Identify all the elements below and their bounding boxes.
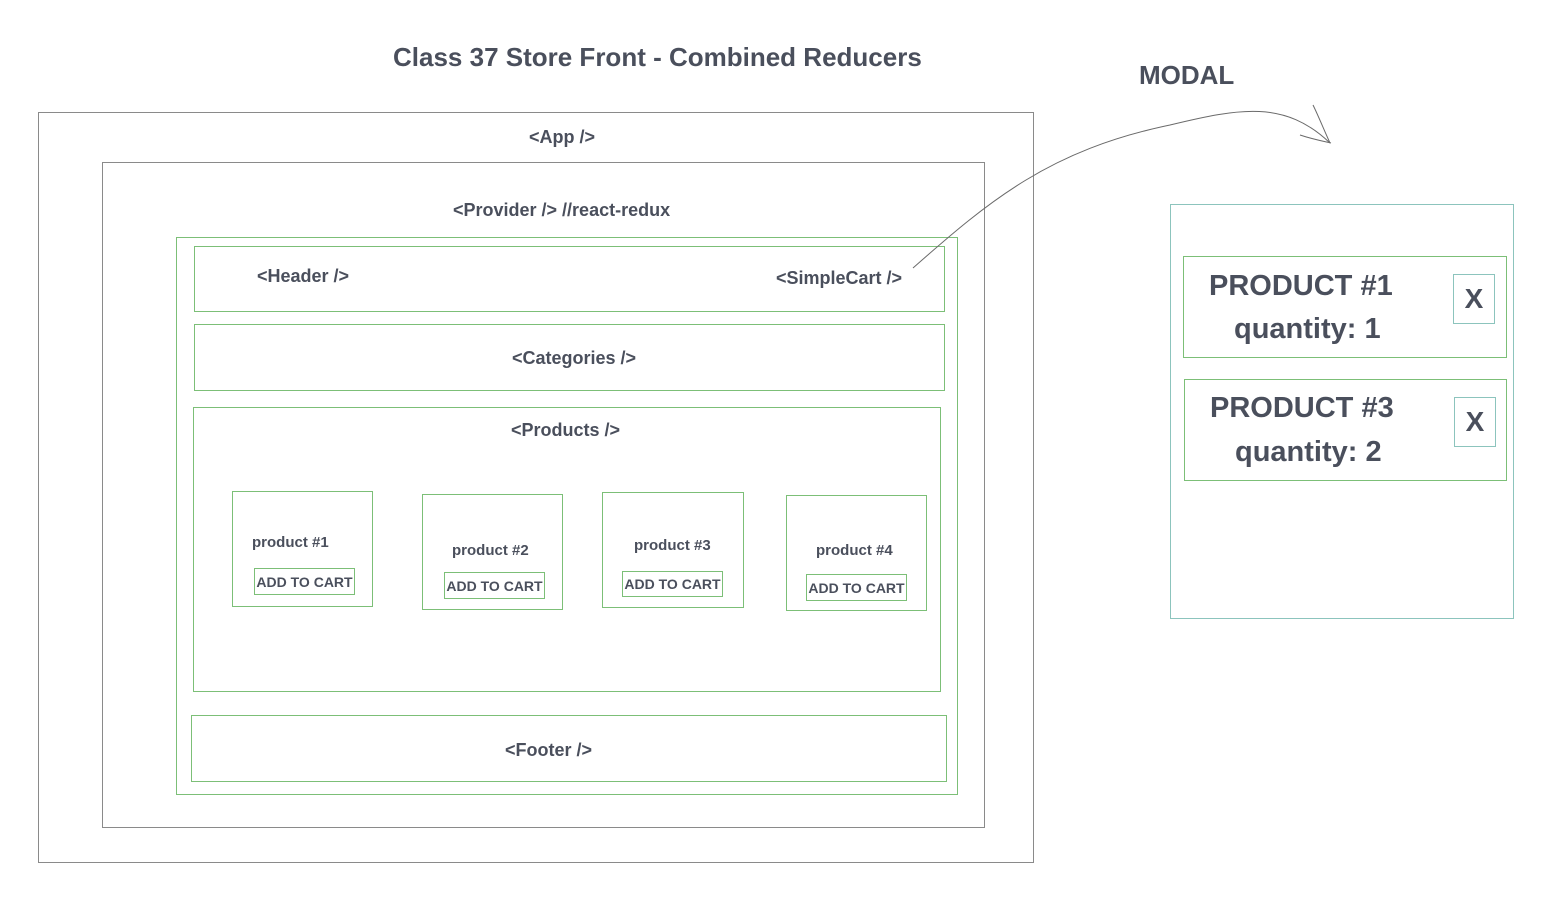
product-name: product #2 bbox=[452, 542, 529, 559]
product-card bbox=[232, 491, 373, 607]
products-label: <Products /> bbox=[511, 420, 621, 440]
add-to-cart-button[interactable]: ADD TO CART bbox=[444, 572, 545, 599]
inner-container-box bbox=[176, 237, 958, 795]
header-label: <Header /> bbox=[257, 266, 350, 286]
remove-item-button[interactable]: X bbox=[1453, 274, 1495, 324]
product-card bbox=[602, 492, 744, 608]
product-name: product #1 bbox=[252, 534, 329, 551]
cart-item-name: PRODUCT #1 bbox=[1209, 270, 1393, 302]
products-component-box bbox=[193, 407, 941, 692]
categories-component-box bbox=[194, 324, 945, 391]
add-to-cart-button[interactable]: ADD TO CART bbox=[622, 571, 723, 597]
header-component-box bbox=[194, 246, 945, 312]
app-component-box bbox=[38, 112, 1034, 863]
cart-item-quantity: quantity: 2 bbox=[1235, 436, 1382, 468]
product-name: product #4 bbox=[816, 542, 893, 559]
modal-label: MODAL bbox=[1139, 60, 1235, 90]
categories-label: <Categories /> bbox=[512, 348, 637, 368]
simplecart-label[interactable]: <SimpleCart /> bbox=[776, 268, 903, 288]
cart-item bbox=[1183, 256, 1507, 358]
product-card bbox=[422, 494, 563, 610]
modal-box bbox=[1170, 204, 1514, 619]
product-name: product #3 bbox=[634, 537, 711, 554]
cart-item bbox=[1184, 379, 1507, 481]
add-to-cart-button[interactable]: ADD TO CART bbox=[254, 568, 355, 595]
app-label: <App /> bbox=[529, 127, 596, 147]
cart-item-quantity: quantity: 1 bbox=[1234, 313, 1381, 345]
cart-item-name: PRODUCT #3 bbox=[1210, 392, 1394, 424]
product-card bbox=[786, 495, 927, 611]
footer-label: <Footer /> bbox=[505, 740, 593, 760]
provider-component-box bbox=[102, 162, 985, 828]
footer-component-box bbox=[191, 715, 947, 782]
add-to-cart-button[interactable]: ADD TO CART bbox=[806, 574, 907, 601]
provider-label: <Provider /> //react-redux bbox=[453, 200, 671, 220]
remove-item-button[interactable]: X bbox=[1454, 397, 1496, 447]
diagram-title: Class 37 Store Front - Combined Reducers bbox=[393, 42, 922, 72]
